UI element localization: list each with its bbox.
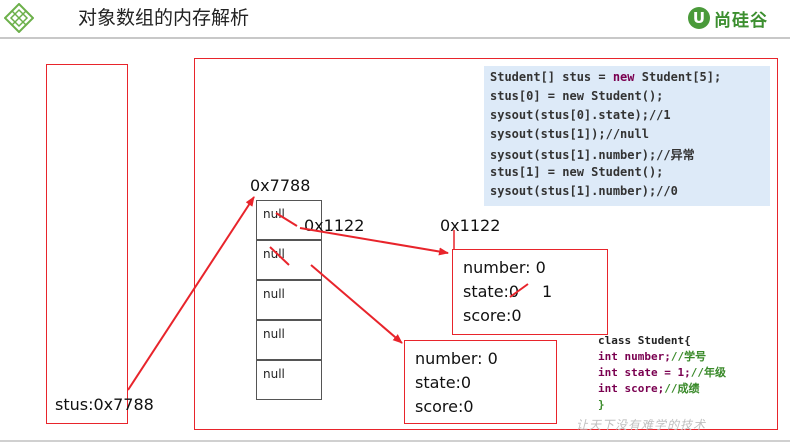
code-line-6: stus[1] = new Student(); (490, 165, 664, 179)
object1-state-new: 1 (542, 282, 553, 301)
brand-name: 尚硅谷 (714, 10, 768, 31)
student-object-2: number: 0 state:0 score:0 (404, 340, 557, 424)
footer-slogan: 让天下没有难学的技术 (576, 418, 707, 432)
code-line-4: sysout(stus[1]);//null (490, 127, 649, 141)
strike-cell0-null (275, 212, 298, 227)
array-cell: null (256, 200, 322, 240)
diamond-logo-icon (4, 3, 34, 33)
arrow-cell1-to-object2 (310, 264, 403, 344)
array-cell: null (256, 240, 322, 280)
array-cell: null (256, 360, 322, 400)
code-snippet: Student[] stus = new Student[5]; stus[0]… (484, 66, 770, 206)
array-address-label: 0x7788 (250, 176, 311, 195)
student-class-definition: class Student{ int number;//学号 int state… (598, 333, 726, 413)
header: 对象数组的内存解析 U 尚硅谷 (0, 0, 790, 36)
array-cell: null (256, 280, 322, 320)
stack-variable-stus: stus:0x7788 (55, 395, 154, 414)
strike-state-zero (509, 283, 529, 298)
arrow-cell0-to-object1 (299, 227, 449, 256)
class-line-3: int state = 1;//年级 (598, 366, 726, 379)
class-line-5: } (598, 398, 605, 411)
footer-divider (0, 440, 790, 442)
code-line-3: sysout(stus[0].state);//1 (490, 108, 671, 122)
code-line-7: sysout(stus[1].number);//0 (490, 184, 678, 198)
code-line-5: sysout(stus[1].number);//异常 (490, 148, 695, 162)
page-title: 对象数组的内存解析 (78, 7, 250, 29)
stack-area (46, 64, 128, 424)
class-line-4: int score;//成绩 (598, 382, 700, 395)
brand-logo: U 尚硅谷 (688, 4, 768, 32)
object2-score: score:0 (415, 397, 474, 416)
arrow-stus-to-array (127, 196, 255, 391)
code-line-2: stus[0] = new Student(); (490, 89, 664, 103)
header-divider (0, 37, 790, 39)
brand-u-icon: U (688, 7, 710, 29)
code-line-1: Student[] stus = new Student[5]; (490, 70, 722, 84)
object1-score: score:0 (463, 306, 522, 325)
strike-cell1-null (269, 246, 290, 266)
class-line-1: class Student{ (598, 334, 691, 347)
class-line-2: int number;//学号 (598, 350, 707, 363)
array-cell: null (256, 320, 322, 360)
object1-number: number: 0 (463, 258, 546, 277)
object1-address-label: 0x1122 (440, 216, 501, 235)
object1-state-old: state:0 (463, 282, 520, 301)
object2-state: state:0 (415, 373, 472, 392)
student-object-1: number: 0 state:0 1 score:0 (452, 249, 608, 335)
object2-number: number: 0 (415, 349, 498, 368)
heap-area (194, 58, 778, 430)
